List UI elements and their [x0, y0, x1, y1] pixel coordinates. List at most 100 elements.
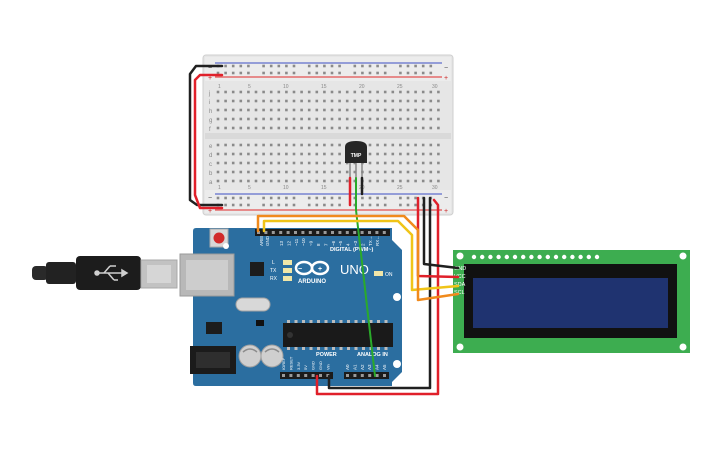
breadboard-hole[interactable]	[323, 99, 326, 103]
breadboard-hole[interactable]	[437, 143, 440, 147]
breadboard-hole[interactable]	[247, 170, 250, 174]
power-pin[interactable]	[311, 374, 315, 377]
breadboard-hole[interactable]	[307, 170, 311, 174]
breadboard-hole[interactable]	[292, 143, 296, 147]
rail-hole[interactable]	[399, 71, 402, 75]
rail-hole[interactable]	[315, 196, 319, 200]
breadboard-hole[interactable]	[414, 152, 417, 156]
rail-hole[interactable]	[277, 196, 281, 200]
header-pin[interactable]	[338, 231, 342, 234]
breadboard-hole[interactable]	[269, 108, 273, 112]
breadboard-hole[interactable]	[277, 126, 281, 130]
rail-hole[interactable]	[361, 71, 364, 75]
breadboard-hole[interactable]	[224, 152, 227, 156]
breadboard-hole[interactable]	[307, 99, 311, 103]
breadboard-hole[interactable]	[262, 170, 265, 174]
breadboard-hole[interactable]	[231, 161, 235, 165]
breadboard-hole[interactable]	[361, 90, 364, 94]
breadboard-hole[interactable]	[292, 126, 296, 130]
breadboard-hole[interactable]	[224, 179, 227, 183]
breadboard-hole[interactable]	[231, 179, 235, 183]
rail-hole[interactable]	[269, 71, 273, 75]
rail-hole[interactable]	[231, 203, 235, 207]
breadboard-hole[interactable]	[368, 99, 372, 103]
breadboard-hole[interactable]	[247, 143, 250, 147]
breadboard-hole[interactable]	[406, 152, 410, 156]
breadboard-hole[interactable]	[262, 108, 265, 112]
breadboard-hole[interactable]	[330, 152, 334, 156]
breadboard-hole[interactable]	[437, 108, 440, 112]
breadboard-hole[interactable]	[292, 90, 296, 94]
breadboard-hole[interactable]	[247, 152, 250, 156]
breadboard-hole[interactable]	[277, 143, 281, 147]
breadboard-hole[interactable]	[361, 117, 364, 121]
breadboard-hole[interactable]	[307, 126, 311, 130]
analog-pin[interactable]	[360, 374, 364, 377]
breadboard-hole[interactable]	[353, 170, 357, 174]
rail-hole[interactable]	[292, 203, 296, 207]
breadboard-hole[interactable]	[315, 126, 319, 130]
breadboard-hole[interactable]	[391, 90, 395, 94]
breadboard-hole[interactable]	[300, 117, 303, 121]
breadboard-hole[interactable]	[262, 161, 265, 165]
rail-hole[interactable]	[315, 64, 319, 68]
breadboard-hole[interactable]	[323, 108, 326, 112]
breadboard-hole[interactable]	[383, 126, 387, 130]
breadboard-hole[interactable]	[376, 99, 379, 103]
breadboard-hole[interactable]	[300, 170, 303, 174]
header-pin[interactable]	[316, 231, 320, 234]
breadboard-hole[interactable]	[437, 99, 440, 103]
rail-hole[interactable]	[239, 71, 243, 75]
breadboard-hole[interactable]	[300, 152, 303, 156]
rail-hole[interactable]	[315, 71, 319, 75]
rail-hole[interactable]	[376, 196, 379, 200]
breadboard-hole[interactable]	[285, 152, 288, 156]
breadboard-hole[interactable]	[421, 143, 425, 147]
rail-hole[interactable]	[361, 203, 364, 207]
breadboard-hole[interactable]	[239, 152, 243, 156]
breadboard-hole[interactable]	[414, 99, 417, 103]
breadboard-hole[interactable]	[307, 161, 311, 165]
breadboard-hole[interactable]	[383, 90, 387, 94]
header-pin[interactable]	[294, 231, 297, 234]
rail-hole[interactable]	[368, 196, 372, 200]
breadboard-hole[interactable]	[391, 99, 395, 103]
breadboard-hole[interactable]	[406, 179, 410, 183]
breadboard-hole[interactable]	[429, 90, 433, 94]
breadboard-hole[interactable]	[231, 108, 235, 112]
breadboard-hole[interactable]	[330, 143, 334, 147]
rail-hole[interactable]	[247, 64, 250, 68]
breadboard-hole[interactable]	[376, 108, 379, 112]
breadboard-hole[interactable]	[414, 108, 417, 112]
rail-hole[interactable]	[330, 196, 334, 200]
breadboard-hole[interactable]	[216, 161, 220, 165]
wire-lcd-sda[interactable]	[262, 219, 460, 292]
breadboard-hole[interactable]	[254, 161, 258, 165]
breadboard-hole[interactable]	[376, 143, 379, 147]
breadboard-hole[interactable]	[239, 99, 243, 103]
rail-hole[interactable]	[307, 64, 311, 68]
breadboard-hole[interactable]	[383, 170, 387, 174]
breadboard-hole[interactable]	[345, 117, 349, 121]
rail-hole[interactable]	[277, 203, 281, 207]
breadboard-hole[interactable]	[300, 179, 303, 183]
breadboard-hole[interactable]	[323, 126, 326, 130]
breadboard-hole[interactable]	[338, 108, 341, 112]
power-pin[interactable]	[304, 374, 308, 377]
breadboard-hole[interactable]	[323, 152, 326, 156]
breadboard-hole[interactable]	[338, 117, 341, 121]
breadboard-hole[interactable]	[414, 170, 417, 174]
header-pin[interactable]	[345, 231, 349, 234]
breadboard-hole[interactable]	[254, 170, 258, 174]
breadboard-hole[interactable]	[391, 179, 395, 183]
rail-hole[interactable]	[406, 71, 410, 75]
breadboard-hole[interactable]	[285, 117, 288, 121]
breadboard-hole[interactable]	[429, 170, 433, 174]
breadboard-holes[interactable]	[216, 64, 440, 207]
rail-hole[interactable]	[262, 196, 265, 200]
header-pin[interactable]	[323, 231, 327, 234]
wire-rail-gnd-jumper[interactable]	[188, 64, 224, 207]
header-pin[interactable]	[301, 231, 305, 234]
rail-hole[interactable]	[383, 203, 387, 207]
breadboard-hole[interactable]	[345, 126, 349, 130]
